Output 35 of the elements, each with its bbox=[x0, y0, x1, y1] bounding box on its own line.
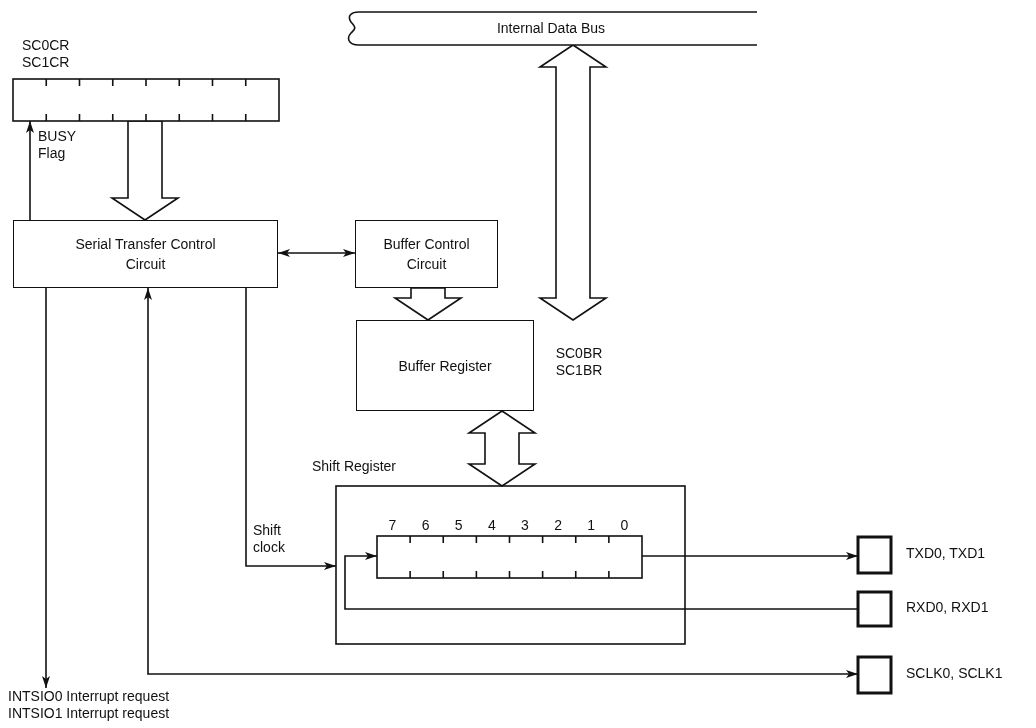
interrupt-label: INTSIO0 Interrupt request bbox=[8, 688, 170, 705]
pin-name: SCLK0, SCLK1 bbox=[906, 665, 1003, 682]
box-label: Buffer Register bbox=[398, 356, 492, 376]
bit-number: 2 bbox=[554, 517, 562, 534]
bit-number: 1 bbox=[587, 517, 596, 534]
process-box bbox=[13, 220, 278, 288]
box-label: Buffer Control Circuit bbox=[382, 235, 471, 274]
interrupt-label: INTSIO1 Interrupt request bbox=[8, 705, 170, 722]
pin-name: TXD0, TXD1 bbox=[906, 545, 986, 562]
bus-label: Internal Data Bus bbox=[496, 20, 606, 37]
bit-number: 7 bbox=[388, 517, 397, 534]
bit-number: 4 bbox=[487, 517, 496, 534]
arrow bbox=[277, 249, 356, 257]
edge-label: BUSY Flag bbox=[38, 128, 77, 162]
arrow bbox=[344, 552, 859, 610]
bus-arrow bbox=[392, 287, 464, 321]
bit-number: 3 bbox=[521, 517, 529, 534]
bus-arrow bbox=[466, 410, 538, 487]
bit-number: 5 bbox=[454, 517, 463, 534]
register-name: SC0BR SC1BR bbox=[554, 345, 604, 379]
arrow bbox=[144, 287, 859, 678]
bus-arrow bbox=[109, 120, 181, 221]
arrow bbox=[245, 287, 337, 570]
edge-label: Shift clock bbox=[253, 522, 286, 556]
arrow bbox=[26, 120, 34, 221]
data-bus-band bbox=[345, 12, 757, 45]
bit-number: 6 bbox=[421, 517, 430, 534]
process-box bbox=[355, 220, 498, 288]
register-name: SC0CR SC1CR bbox=[22, 37, 71, 71]
pin-name: RXD0, RXD1 bbox=[906, 599, 989, 616]
register-name: Shift Register bbox=[312, 458, 397, 475]
box-label: Serial Transfer Control Circuit bbox=[74, 235, 217, 274]
arrow bbox=[42, 287, 50, 689]
bit-number: 0 bbox=[620, 517, 629, 534]
bus-arrow bbox=[537, 44, 609, 321]
